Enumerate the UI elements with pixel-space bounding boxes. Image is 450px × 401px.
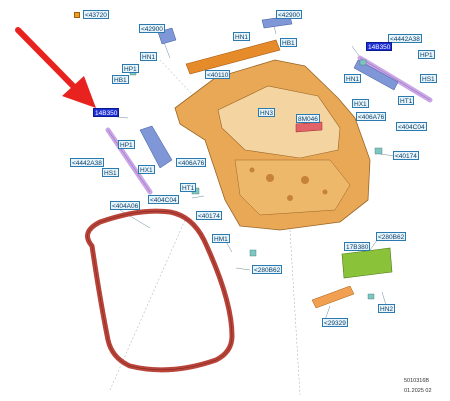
- callout-hp1-left-strut[interactable]: HP1: [118, 140, 135, 149]
- callout-hn3[interactable]: HN3: [258, 108, 276, 117]
- callout-40174-left[interactable]: <40174: [196, 211, 222, 220]
- callout-hs1-left[interactable]: HS1: [102, 168, 119, 177]
- marker-square: [74, 12, 80, 18]
- lower-trim-strip: [311, 285, 355, 309]
- upper-trim-panel: [185, 39, 281, 75]
- callout-4442a38-left[interactable]: <4442A38: [70, 158, 104, 167]
- callout-406a76-right[interactable]: <406A76: [356, 112, 387, 121]
- door-seal-inner-line: [87, 210, 233, 371]
- callout-hs1-right[interactable]: HS1: [420, 74, 437, 83]
- callout-hn1-top[interactable]: HN1: [233, 32, 251, 41]
- callout-8m046[interactable]: 8M046: [296, 114, 320, 123]
- callout-17b380[interactable]: 17B380: [344, 242, 371, 251]
- callout-hb1-top[interactable]: HB1: [280, 38, 297, 47]
- callout-40110[interactable]: <40110: [205, 70, 231, 79]
- highlight-arrow: [15, 27, 96, 108]
- callout-404c04-left[interactable]: <404C04: [148, 195, 179, 204]
- callout-hx1-right[interactable]: HX1: [352, 99, 369, 108]
- callout-14b350-left[interactable]: 14B350: [93, 108, 120, 117]
- callout-ht1-right[interactable]: HT1: [398, 96, 415, 105]
- door-holes: [249, 167, 328, 201]
- callout-ht1-left[interactable]: HT1: [180, 183, 197, 192]
- callout-42900[interactable]: <42900: [139, 24, 165, 33]
- callout-14b350-right[interactable]: 14B350: [366, 42, 393, 51]
- door-seal: [85, 208, 235, 373]
- diagram-date: 01.2025 02: [404, 388, 432, 394]
- callout-29329[interactable]: <29329: [322, 318, 348, 327]
- callout-40174-right[interactable]: <40174: [393, 151, 419, 160]
- license-panel: [341, 247, 393, 279]
- diagram-code: 5010316B: [404, 378, 430, 384]
- callout-hn1-left[interactable]: HN1: [140, 52, 158, 61]
- hinge-bracket-right: [353, 59, 399, 91]
- callout-404c04-right[interactable]: <404C04: [396, 122, 427, 131]
- callout-280b62-right[interactable]: <280B62: [376, 232, 407, 241]
- callout-42900-top[interactable]: <42900: [276, 10, 302, 19]
- callout-406a76-left[interactable]: <406A76: [176, 158, 207, 167]
- lower-inner-panel: [234, 159, 351, 216]
- callout-hp1-left[interactable]: HP1: [122, 64, 139, 73]
- callout-hp1-right[interactable]: HP1: [418, 50, 435, 59]
- callout-hn1-right[interactable]: HN1: [344, 74, 362, 83]
- callout-hx1-left[interactable]: HX1: [138, 165, 155, 174]
- callout-43720[interactable]: <43720: [83, 10, 109, 19]
- callout-280b62-left[interactable]: <280B62: [252, 265, 283, 274]
- dashed-lines: [109, 59, 301, 396]
- callout-hn2[interactable]: HN2: [378, 304, 396, 313]
- callout-hb1-left[interactable]: HB1: [112, 75, 129, 84]
- gas-strut-left: [105, 127, 153, 195]
- window-opening: [217, 85, 341, 159]
- callout-4442a38-right[interactable]: <4442A38: [388, 34, 422, 43]
- callout-404a06[interactable]: <404A06: [110, 201, 141, 210]
- callout-hm1[interactable]: HM1: [212, 234, 230, 243]
- hinge-bracket-left: [139, 125, 173, 169]
- gas-strut-right: [357, 55, 433, 103]
